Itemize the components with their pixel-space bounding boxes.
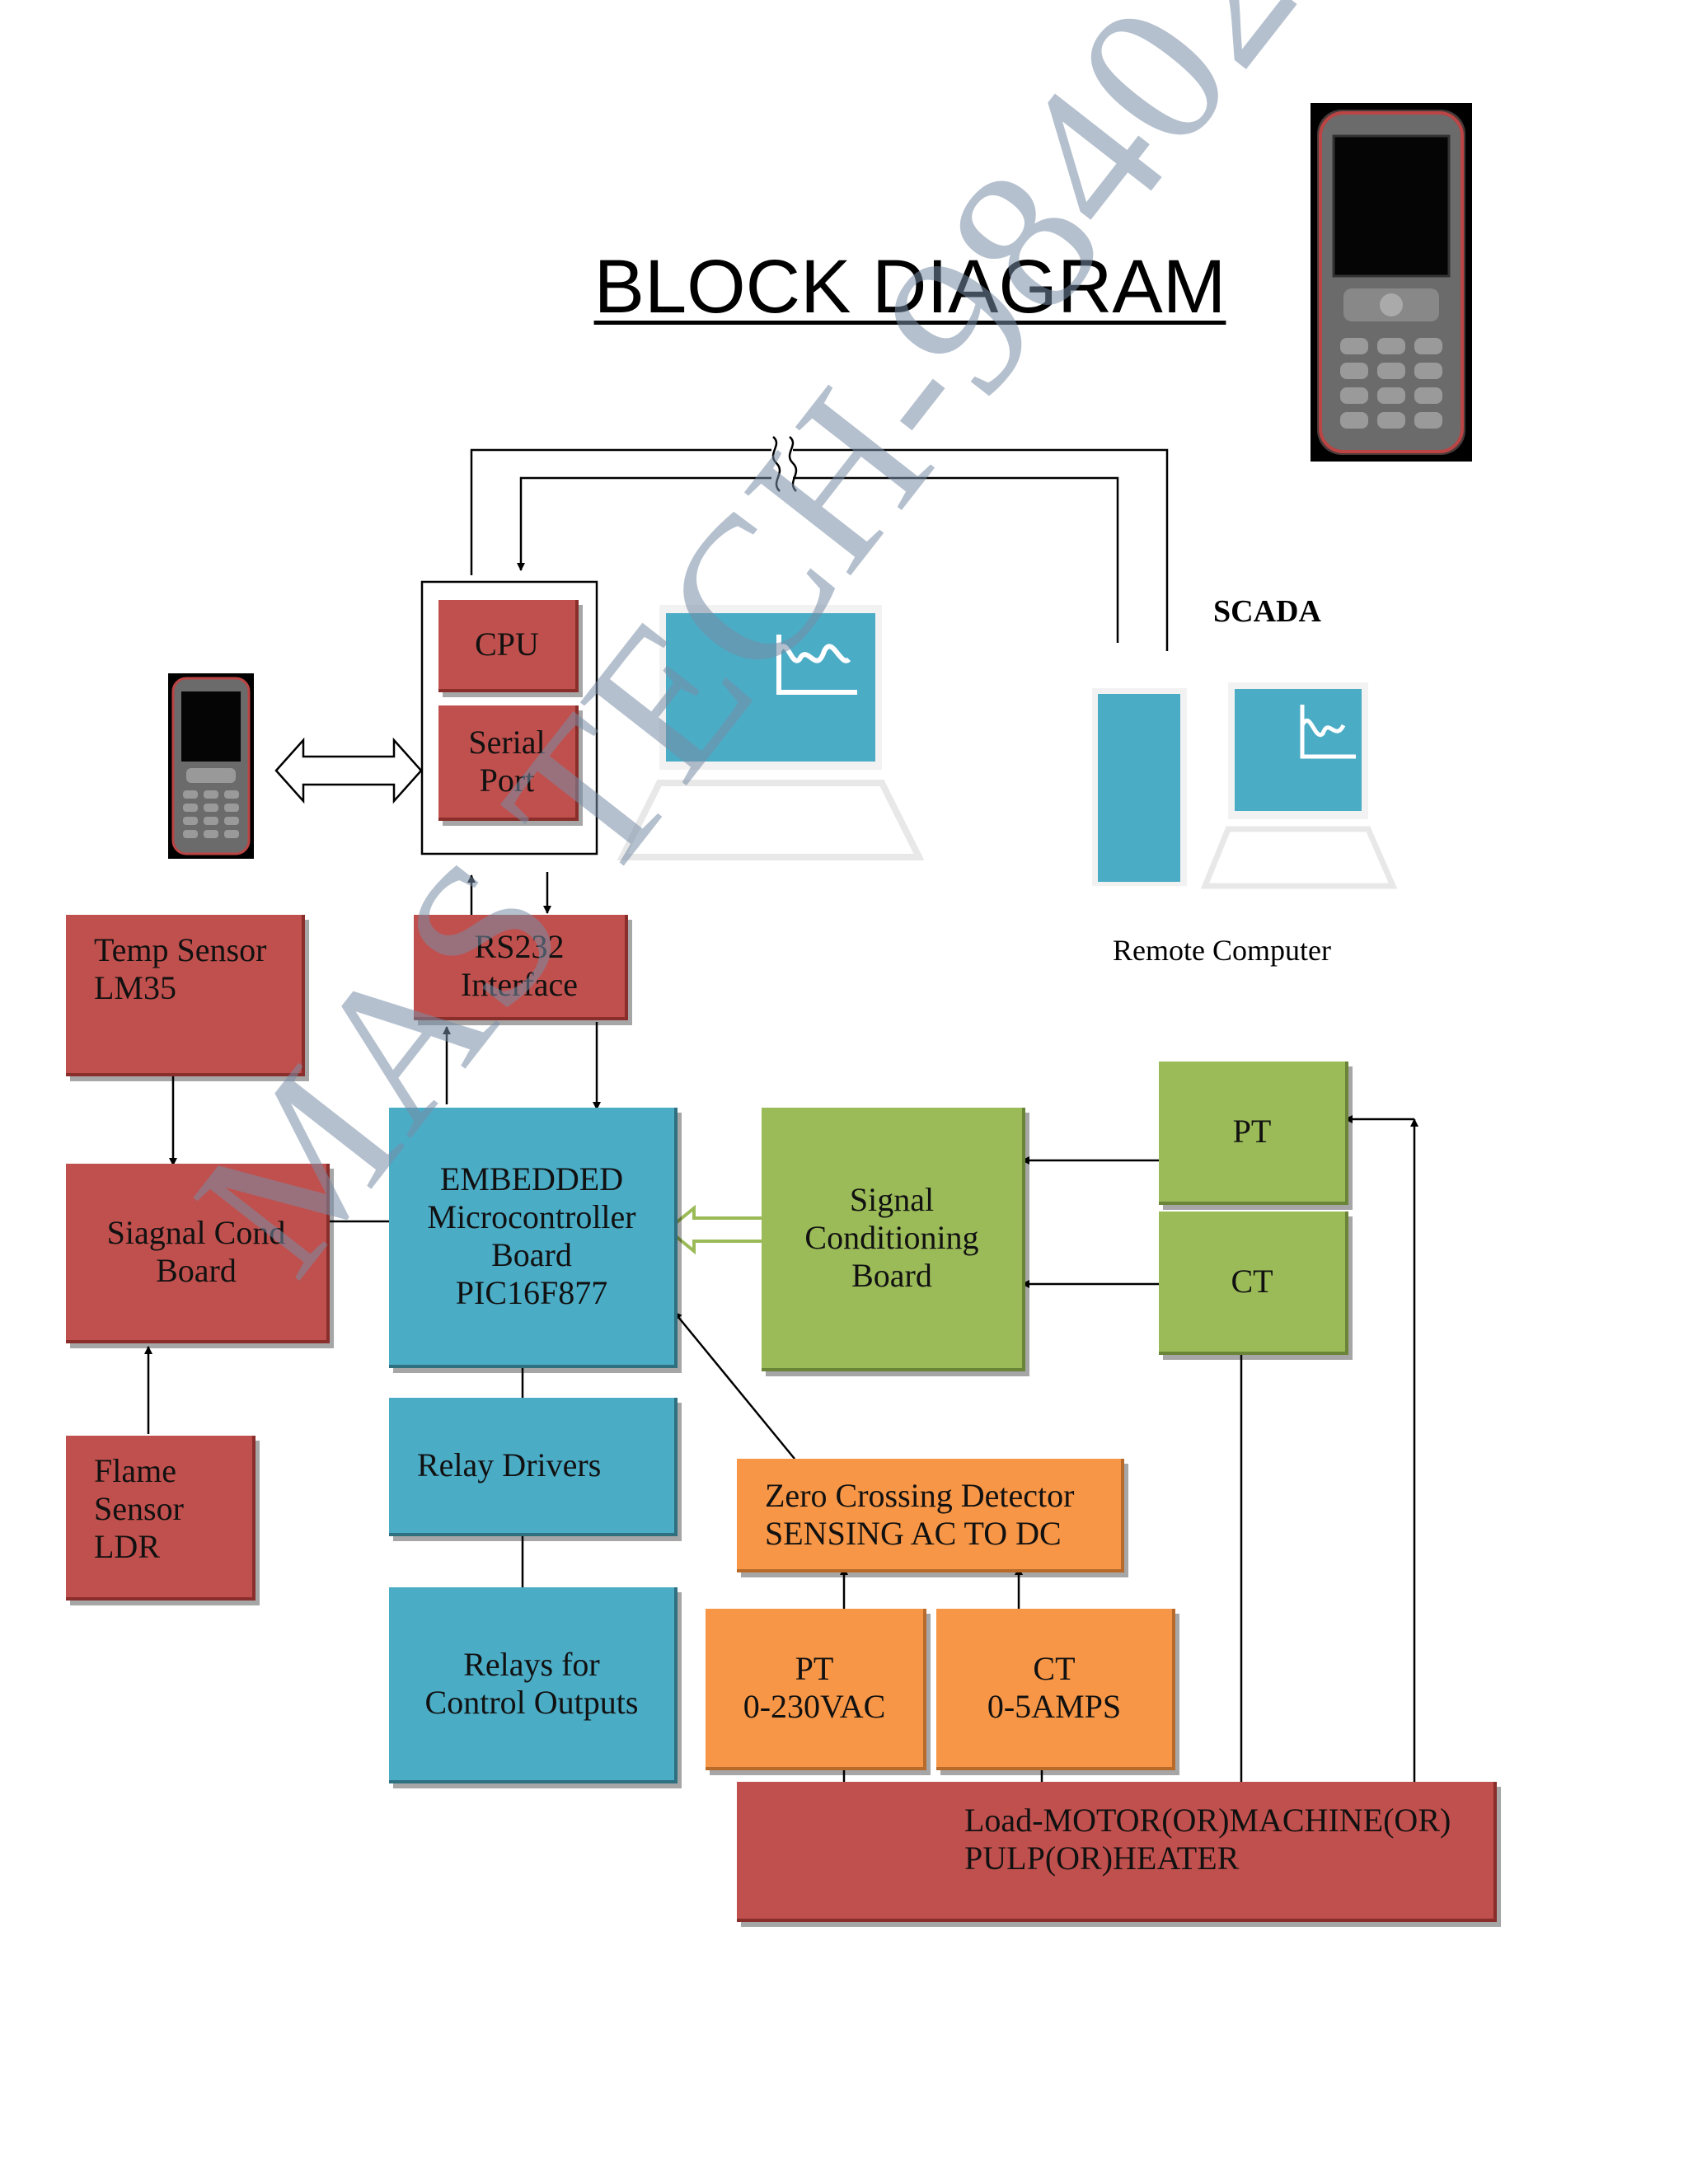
mobile-phone-icon	[168, 673, 254, 859]
siagnal-cond-board-block: Siagnal Cond Board	[66, 1164, 330, 1343]
temp-sensor-block: Temp Sensor LM35	[66, 915, 305, 1076]
remote-computer-label: Remote Computer	[1113, 934, 1331, 967]
laptop-icon	[617, 605, 925, 860]
load-block: Load-MOTOR(OR)MACHINE(OR) PULP(OR)HEATER	[737, 1782, 1497, 1922]
signal-conditioning-board-block: Signal Conditioning Board	[762, 1108, 1025, 1371]
cpu-block: CPU	[438, 600, 579, 692]
page-title: BLOCK DIAGRAM	[593, 245, 1226, 329]
zero-crossing-detector-block: Zero Crossing Detector SENSING AC TO DC	[737, 1459, 1124, 1572]
serial-port-block: Serial Port	[438, 705, 579, 821]
pt-bottom-block: PT 0-230VAC	[706, 1609, 926, 1770]
relays-block: Relays for Control Outputs	[389, 1587, 678, 1783]
desktop-computer-icon	[1092, 682, 1398, 889]
rs232-interface-block: RS232 Interface	[414, 915, 628, 1020]
ct-bottom-block: CT 0-5AMPS	[936, 1609, 1175, 1770]
embedded-microcontroller-block: EMBEDDED Microcontroller Board PIC16F877	[389, 1108, 678, 1368]
flame-sensor-block: Flame Sensor LDR	[66, 1436, 256, 1601]
mobile-phone-icon	[1311, 103, 1472, 462]
scada-label: SCADA	[1213, 594, 1321, 629]
ct-top-block: CT	[1159, 1212, 1348, 1355]
pt-top-block: PT	[1159, 1062, 1348, 1205]
relay-drivers-block: Relay Drivers	[389, 1398, 678, 1536]
